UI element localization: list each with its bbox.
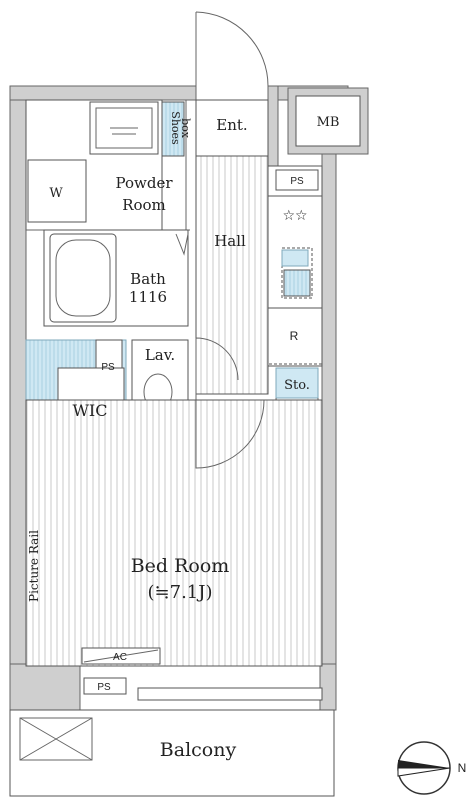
entrance-door[interactable] bbox=[195, 11, 269, 87]
label-ac: AC bbox=[113, 652, 127, 663]
label-refrigerator: R bbox=[290, 329, 299, 343]
label-washer: W bbox=[49, 186, 63, 201]
stove-icon: ☆☆ bbox=[282, 207, 307, 223]
outer-walls bbox=[9, 85, 349, 711]
ps-bottom-box bbox=[83, 677, 127, 695]
label-picture-rail: Picture Rail bbox=[27, 530, 41, 602]
label-shoes-box-1: Shoes bbox=[169, 111, 182, 145]
label-ps-top: PS bbox=[290, 176, 304, 187]
label-shoes-box-2: box bbox=[179, 118, 192, 139]
label-bath-1: Bath bbox=[130, 270, 166, 288]
bedroom-door[interactable] bbox=[195, 399, 265, 469]
window bbox=[137, 687, 323, 701]
label-bedroom-1: Bed Room bbox=[131, 555, 230, 577]
label-powder-room-1: Powder bbox=[115, 174, 173, 192]
balcony-area bbox=[9, 709, 335, 797]
label-ps-bottom: PS bbox=[97, 682, 111, 693]
label-bath-2: 1116 bbox=[129, 288, 167, 306]
label-wic: WIC bbox=[72, 401, 107, 420]
label-north: N bbox=[458, 761, 467, 775]
label-balcony: Balcony bbox=[160, 739, 237, 761]
bath bbox=[43, 229, 189, 327]
kitchen bbox=[267, 165, 323, 441]
label-mb: MB bbox=[317, 115, 340, 130]
compass-icon bbox=[397, 741, 451, 795]
hall-floor bbox=[195, 155, 269, 395]
label-powder-room-2: Room bbox=[122, 196, 166, 214]
label-storage: Sto. bbox=[284, 378, 310, 393]
label-bedroom-2: (≒7.1J) bbox=[148, 582, 213, 603]
mb-box bbox=[287, 87, 369, 155]
powder-room bbox=[25, 99, 190, 232]
label-entrance: Ent. bbox=[216, 116, 247, 134]
bedroom-floor bbox=[25, 399, 323, 667]
label-hall: Hall bbox=[214, 232, 246, 250]
label-lavatory: Lav. bbox=[145, 346, 175, 364]
label-ps-mid: PS bbox=[101, 362, 115, 373]
